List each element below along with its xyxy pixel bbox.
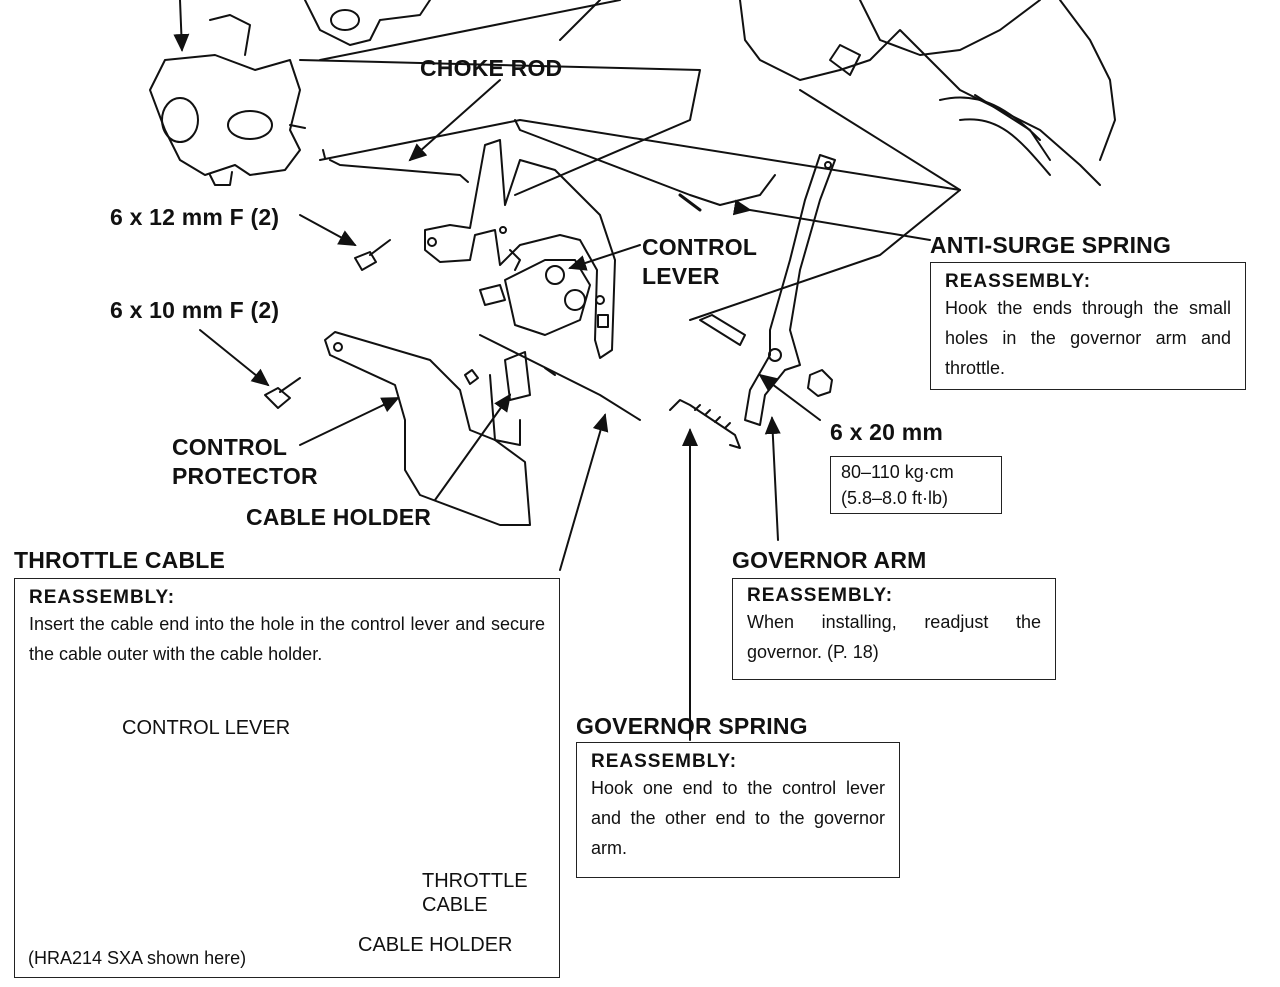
governor-arm-note-heading: REASSEMBLY: [747, 585, 894, 606]
engine-block [739, 0, 1116, 191]
choke-rod-part [322, 149, 469, 183]
bolt-6x20-label: 6 x 20 mm [830, 419, 944, 445]
governor-arm-note-box: REASSEMBLY: When installing, readjust th… [732, 578, 1056, 680]
governor-arm-note-text: When installing, readjust the governor. … [747, 612, 1041, 662]
bolt-6x10-part [264, 377, 301, 409]
governor-spring-note-text: Hook one end to the control lever and th… [591, 778, 885, 858]
governor-spring-label: GOVERNOR SPRING [576, 713, 808, 739]
cable-holder-label: CABLE HOLDER [246, 504, 432, 530]
gasket [304, 0, 431, 46]
inset-control-lever-label: CONTROL LEVER [122, 717, 291, 739]
throttle-cable-label: THROTTLE CABLE [14, 547, 226, 573]
torque-kgcm: 80–110 kg·cm [841, 462, 954, 482]
inset-cable-holder-label: CABLE HOLDER [358, 934, 513, 956]
throttle-cable-note-box: REASSEMBLY: Insert the cable end into th… [14, 578, 560, 978]
bolt-6x12-label: 6 x 12 mm F (2) [110, 204, 280, 230]
anti-surge-note-text: Hook the ends through the small holes in… [945, 298, 1231, 378]
control-lever-label-line2: LEVER [642, 263, 720, 289]
throttle-cable-note-text: Insert the cable end into the hole in th… [29, 614, 545, 664]
bolt-6x20 [699, 314, 833, 397]
inset-throttle-cable-label-line2: CABLE [422, 894, 488, 916]
governor-arm-label: GOVERNOR ARM [732, 547, 927, 573]
governor-spring-note-box: REASSEMBLY: Hook one end to the control … [576, 742, 900, 878]
choke-rod-label: CHOKE ROD [420, 55, 563, 81]
governor-spring-note-heading: REASSEMBLY: [591, 751, 738, 772]
inset-caption: (HRA214 SXA shown here) [28, 948, 247, 968]
carburetor [149, 14, 306, 186]
control-protector-label-line2: PROTECTOR [172, 463, 318, 489]
anti-surge-note-box: REASSEMBLY: Hook the ends through the sm… [930, 262, 1246, 390]
governor-arm-part [744, 154, 836, 426]
governor-spring-part [669, 399, 741, 449]
control-bracket [424, 139, 616, 359]
control-protector-label-line1: CONTROL [172, 434, 288, 460]
throttle-cable-note-heading: REASSEMBLY: [29, 587, 176, 608]
anti-surge-spring-label: ANTI-SURGE SPRING [930, 232, 1172, 258]
control-lever-part [479, 249, 591, 336]
torque-spec-box: 80–110 kg·cm (5.8–8.0 ft·lb) [830, 456, 1002, 514]
inset-throttle-cable-label-line1: THROTTLE [422, 870, 528, 892]
control-lever-label-line1: CONTROL [642, 234, 758, 260]
torque-ftlb: (5.8–8.0 ft·lb) [841, 488, 949, 508]
control-protector-part [324, 331, 531, 526]
bolt-6x10-label: 6 x 10 mm F (2) [110, 297, 280, 323]
bolt-6x12-part [354, 239, 391, 271]
anti-surge-note-heading: REASSEMBLY: [945, 271, 1092, 292]
